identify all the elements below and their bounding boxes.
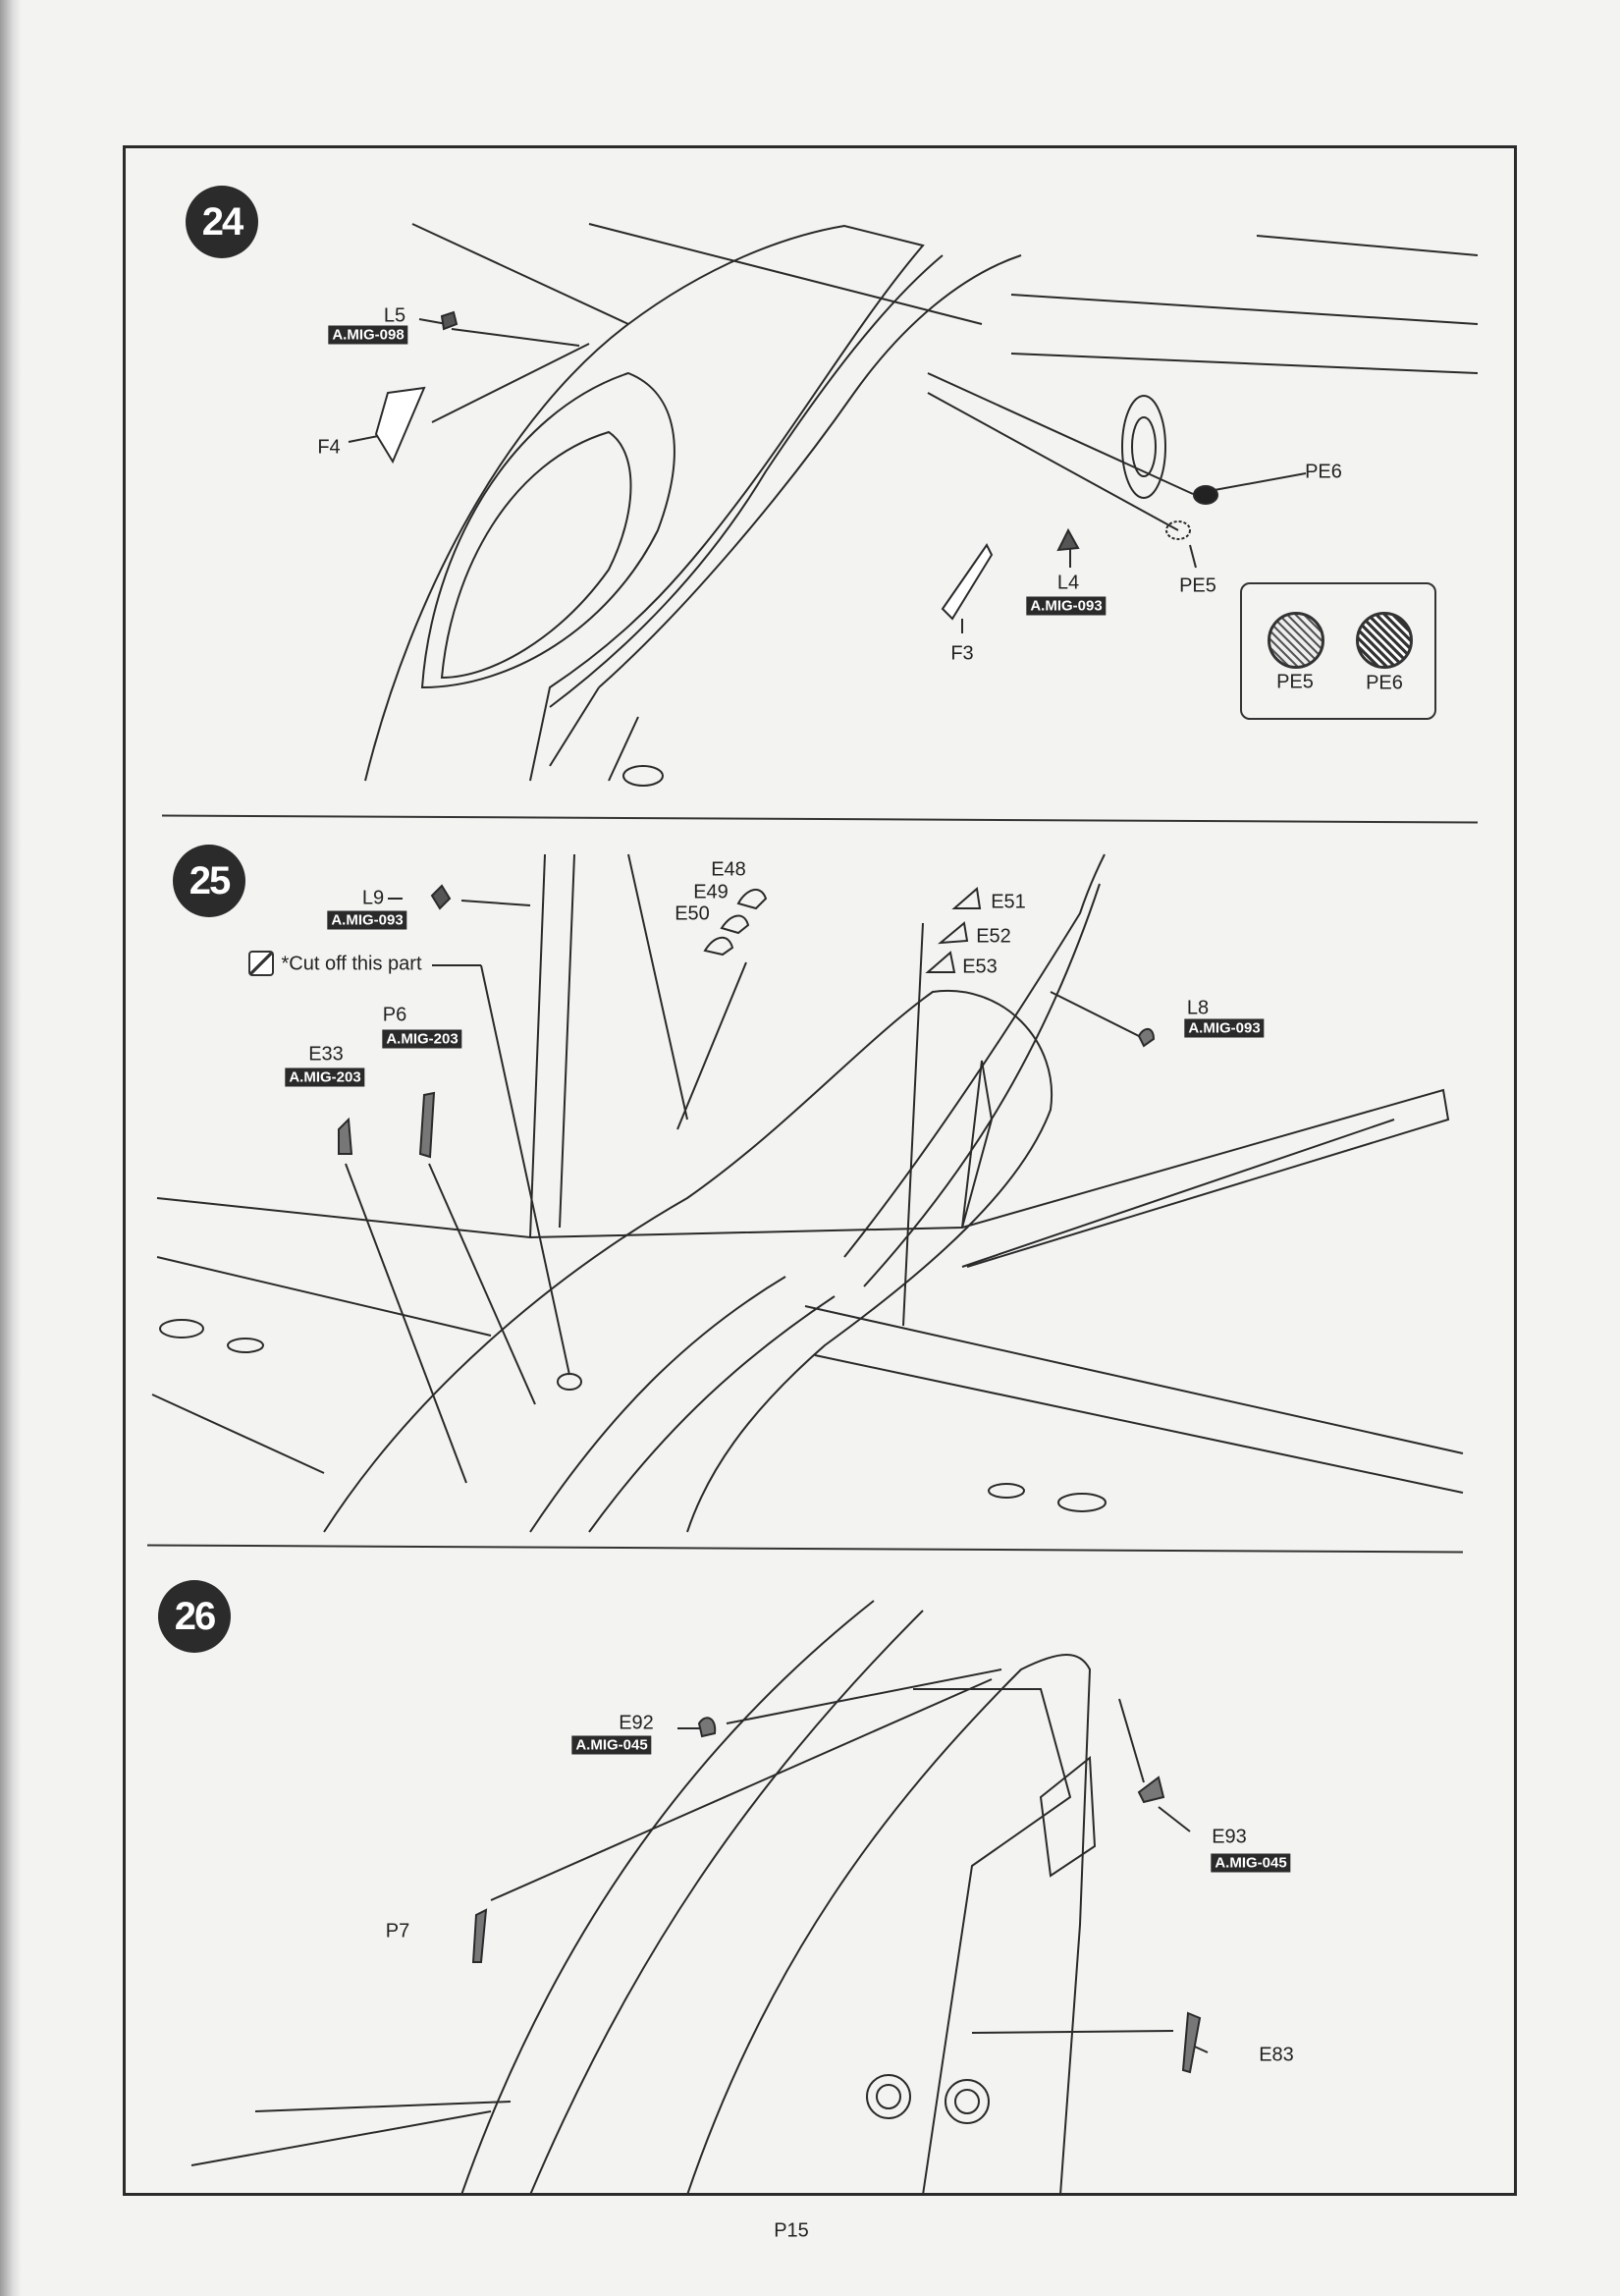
step-24-drawing xyxy=(348,223,1479,787)
photo-etch-legend: PE5 PE6 xyxy=(1240,582,1436,720)
paint-code-badge: A.MIG-203 xyxy=(285,1067,365,1087)
part-label-f4: F4 xyxy=(317,436,341,459)
page-number: P15 xyxy=(774,2219,809,2242)
part-label-pe5: PE5 xyxy=(1179,574,1216,597)
part-label-pe6: PE6 xyxy=(1305,461,1342,483)
part-label-e83: E83 xyxy=(1259,2044,1294,2066)
part-label-e53: E53 xyxy=(962,956,998,978)
part-label-e93: E93 xyxy=(1212,1826,1247,1848)
paint-code-badge: A.MIG-045 xyxy=(1211,1853,1291,1873)
part-label-e52: E52 xyxy=(976,925,1011,948)
part-label-p7: P7 xyxy=(385,1920,410,1942)
step-number-26: 26 xyxy=(158,1580,231,1653)
part-label-l5: L5 xyxy=(383,304,406,327)
part-label-e51: E51 xyxy=(991,891,1026,913)
part-label-l8: L8 xyxy=(1186,997,1210,1019)
page-binding-edge xyxy=(0,0,22,2296)
part-label-e33: E33 xyxy=(308,1043,344,1066)
paint-code-badge: A.MIG-045 xyxy=(571,1735,652,1755)
paint-code-badge: A.MIG-093 xyxy=(1184,1018,1265,1038)
part-label-e48: E48 xyxy=(711,858,746,881)
step-26-drawing xyxy=(190,1600,1209,2196)
step-number-24: 24 xyxy=(186,186,258,258)
part-label-e50: E50 xyxy=(675,902,710,925)
part-label-f3: F3 xyxy=(950,642,974,665)
instruction-frame xyxy=(123,145,1517,2196)
part-label-e92: E92 xyxy=(619,1712,654,1734)
step-number-25: 25 xyxy=(173,845,245,917)
paint-code-badge: A.MIG-093 xyxy=(1026,596,1107,616)
step-25-drawing xyxy=(151,853,1464,1533)
part-label-e49: E49 xyxy=(693,881,729,903)
legend-label-pe5: PE5 xyxy=(1276,671,1314,693)
cut-icon xyxy=(248,951,274,976)
paint-code-badge: A.MIG-093 xyxy=(327,910,407,930)
part-label-l4: L4 xyxy=(1056,572,1080,594)
paint-code-badge: A.MIG-203 xyxy=(382,1029,462,1049)
pe6-disc-icon xyxy=(1356,612,1413,669)
part-label-p6: P6 xyxy=(382,1004,407,1026)
legend-label-pe6: PE6 xyxy=(1366,672,1403,694)
cut-off-note: *Cut off this part xyxy=(281,953,422,975)
pe5-disc-icon xyxy=(1268,612,1324,669)
paint-code-badge: A.MIG-098 xyxy=(328,325,408,345)
part-label-l9: L9 xyxy=(361,887,385,909)
